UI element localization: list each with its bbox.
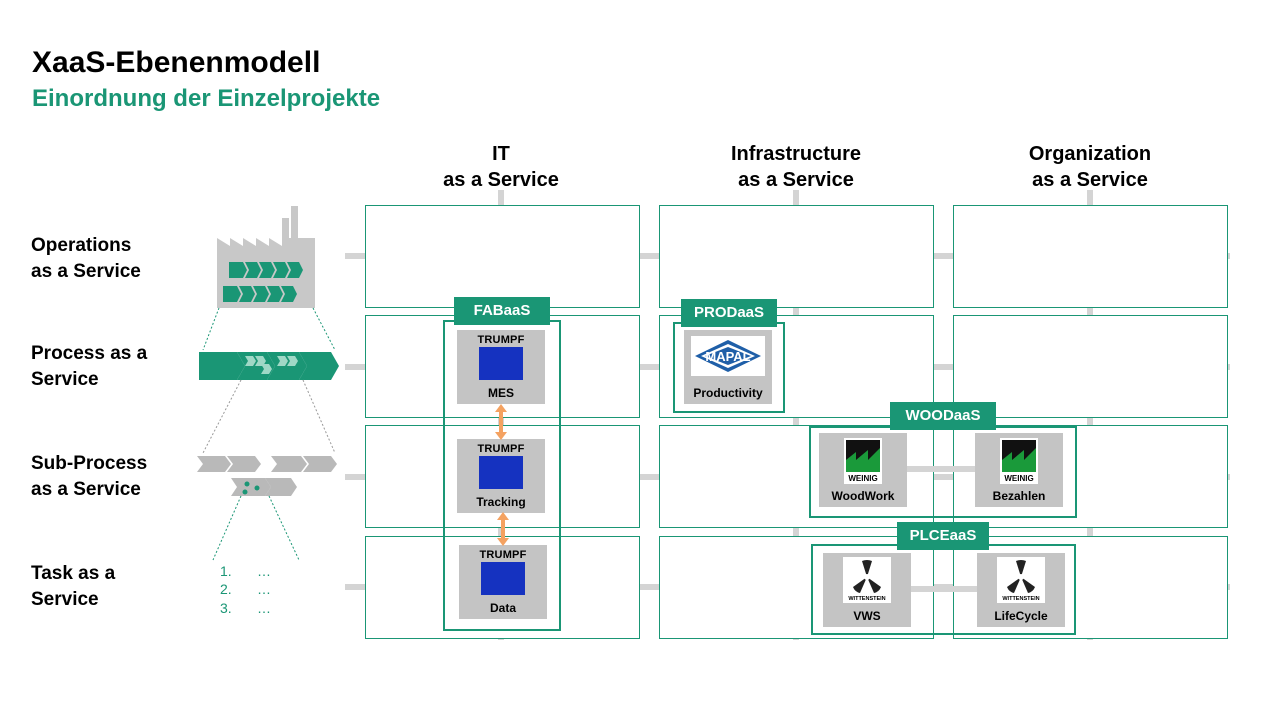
group-label-woodaas: WOODaaS <box>890 402 996 430</box>
task-list-item: 3. <box>220 600 232 616</box>
double-arrow-icon <box>497 512 509 546</box>
wittenstein-logo: WITTENSTEIN <box>997 557 1045 603</box>
cell-operations-org <box>953 205 1228 308</box>
wittenstein-logo: WITTENSTEIN <box>843 557 891 603</box>
cell-process-org <box>953 315 1228 418</box>
weinig-logo: WEINIG <box>844 438 882 484</box>
connector-plceaas <box>910 586 978 592</box>
svg-text:WEINIG: WEINIG <box>848 474 877 483</box>
factory-icon <box>217 206 315 308</box>
cell-operations-infra <box>659 205 934 308</box>
task-list-item-text: … <box>257 563 271 579</box>
row-label-task: Task as a Service <box>31 563 116 610</box>
project-card-data: TRUMPF Data <box>459 545 547 619</box>
group-label-prodaas: PRODaaS <box>681 299 777 327</box>
svg-text:WITTENSTEIN: WITTENSTEIN <box>848 596 885 602</box>
group-label-fabaas: FABaaS <box>454 297 550 325</box>
cell-operations-it <box>365 205 640 308</box>
trumpf-logo: TRUMPF <box>479 549 527 561</box>
double-arrow-icon <box>495 404 507 440</box>
hierarchy-illustration <box>197 206 339 561</box>
row-label-process: Process as a Service <box>31 343 148 390</box>
task-list-item: 1. <box>220 563 232 579</box>
trumpf-logo: TRUMPF <box>477 334 525 346</box>
column-header-it: IT as a Service <box>443 143 559 191</box>
group-label-plceaas: PLCEaaS <box>897 522 989 550</box>
trumpf-logo-square-icon <box>481 562 525 595</box>
page-subtitle: Einordnung der Einzelprojekte <box>32 85 381 112</box>
trumpf-logo: TRUMPF <box>477 443 525 455</box>
trumpf-logo-square-icon <box>479 347 523 380</box>
process-chevron-icon <box>199 352 339 380</box>
project-card-woodwork: WEINIG WoodWork <box>819 433 907 507</box>
project-card-productivity: MAPAL Productivity <box>684 330 772 404</box>
task-list-item: 2. <box>220 581 232 597</box>
project-card-bezahlen: WEINIG Bezahlen <box>975 433 1063 507</box>
connector-woodaas <box>905 466 977 472</box>
row-label-sub-process: Sub-Process as a Service <box>31 453 148 500</box>
svg-text:MAPAL: MAPAL <box>705 349 750 364</box>
project-card-mes: TRUMPF MES <box>457 330 545 404</box>
svg-text:WITTENSTEIN: WITTENSTEIN <box>1002 596 1039 602</box>
column-header-infrastructure: Infrastructure as a Service <box>730 143 862 191</box>
page-title: XaaS-Ebenenmodell <box>32 46 321 79</box>
project-card-lifecycle: WITTENSTEIN LifeCycle <box>977 553 1065 627</box>
task-list-item-text: … <box>257 600 271 616</box>
weinig-logo: WEINIG <box>1000 438 1038 484</box>
column-header-organization: Organization as a Service <box>1028 143 1152 191</box>
project-card-vws: WITTENSTEIN VWS <box>823 553 911 627</box>
trumpf-logo-square-icon <box>479 456 523 489</box>
mapal-logo: MAPAL <box>691 336 765 376</box>
sub-process-chevron-icon <box>197 456 337 496</box>
project-card-tracking: TRUMPF Tracking <box>457 439 545 513</box>
svg-text:WEINIG: WEINIG <box>1004 474 1033 483</box>
task-list-item-text: … <box>257 581 271 597</box>
row-label-operations: Operations as a Service <box>31 235 141 282</box>
